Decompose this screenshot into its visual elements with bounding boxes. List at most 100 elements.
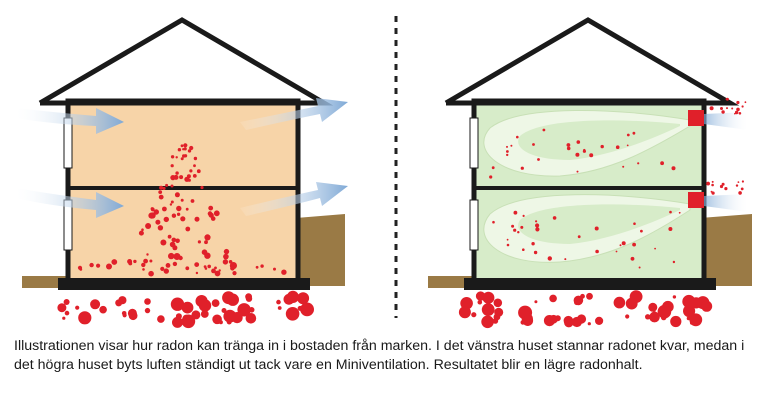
radon-dot — [285, 307, 300, 321]
radon-dot — [189, 169, 193, 173]
radon-dot — [738, 191, 742, 195]
right-soil — [700, 214, 752, 286]
radon-dot — [180, 302, 184, 306]
radon-dot — [638, 266, 641, 269]
right-window — [469, 117, 479, 169]
radon-dot — [183, 147, 187, 151]
radon-dot — [179, 175, 184, 180]
radon-dot — [522, 315, 534, 326]
radon-dot — [589, 153, 594, 158]
radon-dot — [171, 237, 177, 243]
radon-dot — [174, 192, 180, 198]
radon-dot — [506, 238, 509, 241]
radon-dot — [162, 206, 167, 212]
radon-dot — [534, 300, 538, 304]
radon-dot — [176, 212, 181, 216]
radon-dot — [210, 216, 216, 221]
radon-dot — [738, 112, 742, 115]
radon-dot — [711, 180, 714, 183]
ground-radon-dots — [57, 290, 713, 329]
radon-dot — [587, 322, 591, 326]
radon-dot — [230, 266, 235, 271]
left-window — [63, 117, 73, 169]
air-flow-arrow-icon — [16, 188, 124, 218]
radon-dot — [195, 271, 199, 275]
air-flow-arrow-icon — [704, 112, 748, 130]
radon-dot — [491, 166, 495, 170]
radon-dot — [223, 253, 229, 260]
radon-dot — [301, 298, 306, 304]
radon-dot — [564, 318, 574, 328]
radon-dot — [160, 239, 167, 246]
radon-dot — [645, 314, 651, 320]
radon-dot — [193, 156, 198, 161]
radon-dot — [586, 292, 593, 300]
radon-dot — [740, 187, 744, 191]
left-roof — [38, 17, 334, 106]
radon-dot — [64, 310, 70, 316]
radon-dot — [734, 112, 736, 115]
radon-dot — [163, 268, 169, 274]
radon-dot — [223, 309, 237, 323]
radon-dot — [625, 297, 638, 310]
radon-dot — [218, 269, 221, 272]
radon-dot — [736, 100, 740, 105]
fan-unit-icon — [688, 192, 704, 208]
radon-dot — [575, 152, 580, 157]
radon-dot — [160, 266, 165, 271]
radon-dot — [721, 182, 725, 186]
radon-dot — [149, 259, 153, 263]
radon-dot — [144, 307, 151, 314]
radon-dot — [594, 226, 599, 231]
radon-dot — [228, 260, 233, 264]
radon-dot — [736, 107, 740, 112]
radon-dot — [213, 210, 220, 217]
radon-dot — [223, 248, 230, 255]
radon-dot — [595, 249, 599, 254]
radon-dot — [200, 185, 204, 190]
radon-dot — [222, 291, 235, 305]
radon-dot — [172, 316, 183, 328]
radon-dot — [171, 242, 174, 245]
radon-dot — [542, 128, 546, 132]
radon-dot — [176, 205, 182, 212]
radon-dot — [510, 144, 513, 147]
radon-dot — [741, 180, 745, 183]
radon-dot — [170, 184, 174, 188]
radon-dot — [157, 225, 164, 231]
radon-dot — [180, 144, 184, 148]
radon-dot — [211, 268, 216, 274]
radon-dot — [170, 200, 174, 204]
radon-dot — [197, 240, 201, 244]
radon-dot — [630, 256, 635, 261]
radon-dot — [144, 298, 151, 305]
radon-dot — [211, 299, 220, 307]
right-air-swirl-lower-inner — [518, 204, 680, 244]
radon-dot — [194, 262, 200, 267]
radon-dot — [533, 250, 538, 255]
radon-dot — [669, 210, 672, 214]
radon-dot — [78, 311, 92, 325]
radon-dot — [511, 224, 515, 228]
radon-dot — [75, 305, 80, 310]
left-radon-dots — [77, 143, 287, 277]
radon-dot — [513, 210, 518, 215]
radon-dot — [535, 223, 540, 228]
radon-dot — [737, 181, 740, 184]
radon-dot — [145, 223, 152, 229]
left-foundation — [58, 278, 310, 290]
radon-dot — [146, 253, 149, 256]
radon-dot — [493, 298, 503, 308]
radon-dot — [580, 293, 585, 299]
radon-dot — [237, 303, 251, 317]
radon-dot — [458, 306, 471, 319]
radon-dot — [180, 216, 186, 222]
air-flow-arrow-icon — [704, 194, 748, 212]
radon-dot — [682, 294, 696, 309]
radon-dot — [187, 149, 192, 153]
radon-dot — [111, 259, 118, 265]
radon-dot — [173, 174, 179, 180]
radon-dot — [531, 242, 535, 246]
radon-dot — [118, 296, 127, 305]
radon-dot — [90, 299, 101, 310]
